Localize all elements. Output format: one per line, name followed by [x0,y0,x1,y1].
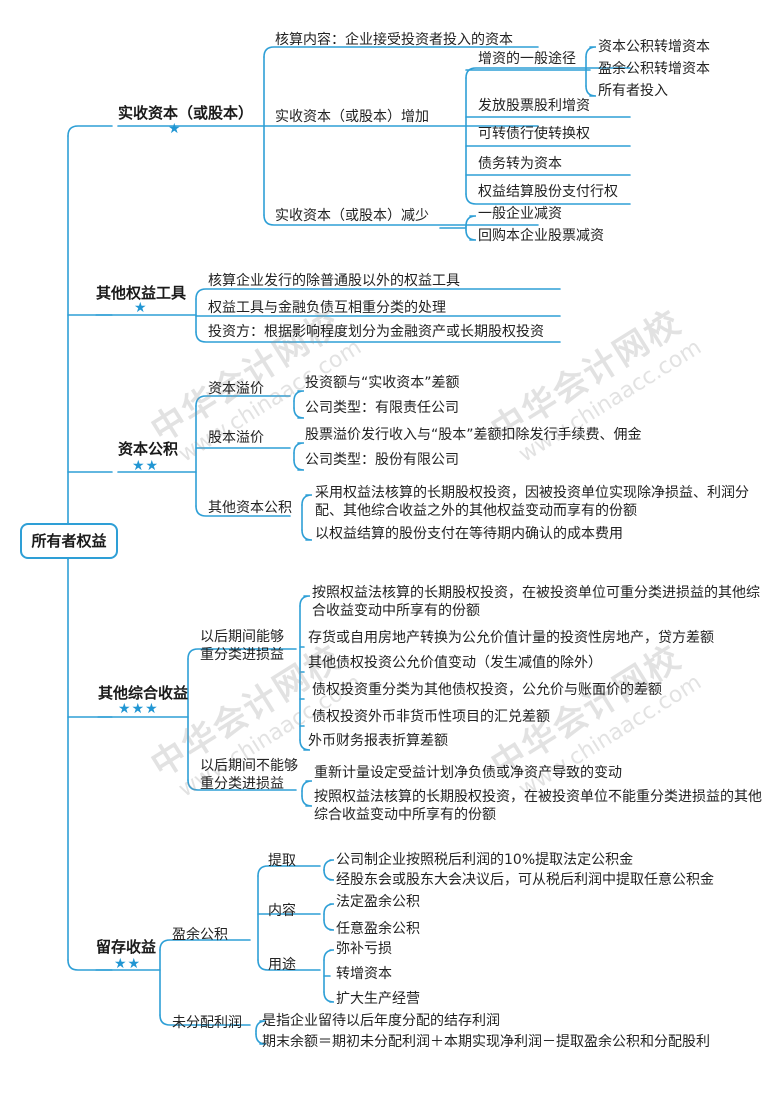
connector-line [323,991,335,1003]
other-equity-item: 权益工具与金融负债互相重分类的处理 [208,300,446,316]
connector-line [159,939,251,951]
connector-line [257,959,321,971]
other-equity-item: 投资方：根据影响程度划分为金融资产或长期股权投资 [208,324,544,340]
connector-line [301,795,313,807]
connector-line [301,494,313,506]
increase-item: 可转债行使转换权 [478,126,590,142]
connector-line [195,331,561,343]
star-rating-icon: ★ [168,121,182,137]
connector-line [465,229,477,241]
undistributed-profit: 未分配利润 [172,1015,242,1031]
connector-line [585,85,597,97]
star-rating-icon: ★★ [132,458,160,474]
star-rating-icon: ★ [134,300,148,316]
other-equity-item: 核算企业发行的除普通股以外的权益工具 [208,273,460,289]
use-item: 弥补亏损 [336,941,392,957]
increase-item: 债务转为资本 [478,156,562,172]
other-capital-reserve: 其他资本公积 [208,500,292,516]
connector-line [323,869,335,881]
decrease-item: 一般企业减资 [478,206,562,222]
paid-in-content: 核算内容：企业接受投资者投入的资本 [275,32,513,48]
node-other-equity-instruments: 其他权益工具 [96,284,187,302]
connector-line [67,125,113,137]
other-capital-reserve-item: 以权益结算的股份支付在等待期内确认的成本费用 [315,526,623,542]
content-item: 法定盈余公积 [336,894,420,910]
oci-reclass-item: 债权投资外币非货币性项目的汇兑差额 [312,709,550,725]
connector-line [323,859,335,871]
oci-reclass-item: 存货或自用房地产转换为公允价值计量的投资性房地产，贷方差额 [308,630,714,646]
capital-premium-item: 投资额与“实收资本”差额 [305,375,460,391]
extract-item: 经股东会或股东大会决议后，可从税后利润中提取任意公积金 [336,872,714,888]
connector-line [159,1014,251,1026]
content-item: 任意盈余公积 [336,921,420,937]
use-item: 转增资本 [336,966,392,982]
surplus-use: 用途 [268,957,296,973]
node-retained-earnings: 留存收益 [96,938,157,956]
connector-line [323,903,335,915]
oci-reclass-item: 其他债权投资公允价值变动（发生减值的除外） [308,655,602,671]
connector-line [299,739,311,751]
undistributed-item: 是指企业留待以后年度分配的结存利润 [262,1013,500,1029]
root-node: 所有者权益 [20,523,118,559]
connector-line [323,949,335,961]
node-paid-in-capital: 实收资本（或股本） [118,104,254,122]
connector-line [255,1020,267,1032]
oci-reclass-item: 债权投资重分类为其他债权投资，公允价与账面价的差额 [312,682,662,698]
connector-line [255,1033,267,1045]
connector-line [323,919,335,931]
general-way: 增资的一般途径 [478,51,576,67]
extract-item: 公司制企业按照税后利润的10%提取法定公积金 [336,852,634,868]
oci-reclass-item: 外币财务报表折算差额 [308,733,448,749]
surplus-content: 内容 [268,903,296,919]
capital-premium-item: 公司类型：有限责任公司 [305,400,459,416]
connector-line [293,407,305,419]
oci-reclass-item: 按照权益法核算的长期股权投资，在被投资单位可重分类进损益的其他综合收益变动中所享… [312,585,760,619]
connector-line [301,529,313,541]
share-premium: 股本溢价 [208,430,264,446]
connector-line [195,505,291,517]
share-premium-item: 股票溢价发行收入与“股本”差额扣除发行手续费、佣金 [305,427,642,443]
share-premium-item: 公司类型：股份有限公司 [305,452,459,468]
connector-line [299,595,311,607]
general-item: 资本公积转增资本 [598,39,710,55]
capital-premium: 资本溢价 [208,381,264,397]
paid-in-increase: 实收资本（或股本）增加 [275,109,429,125]
connector-line [293,442,305,454]
connector-line [465,193,631,205]
connector-line [195,288,561,300]
increase-item: 权益结算股份支付行权 [478,184,618,200]
root-label: 所有者权益 [31,532,107,550]
connector-line [257,865,321,877]
oci-no-reclass: 以后期间不能够重分类进损益 [200,758,298,792]
star-rating-icon: ★★ [114,956,142,972]
connector-line [187,648,297,660]
surplus-extract: 提取 [268,853,296,869]
node-capital-reserve: 资本公积 [118,440,179,458]
node-other-comprehensive-income: 其他综合收益 [98,684,189,702]
general-item: 盈余公积转增资本 [598,61,710,77]
star-rating-icon: ★★★ [118,701,159,717]
connector-line [195,395,291,407]
connector-line [263,46,539,58]
surplus-reserve: 盈余公积 [172,927,228,943]
connector-line [293,390,305,402]
connector-line [67,959,113,971]
other-capital-reserve-item: 采用权益法核算的长期股权投资，因被投资单位实现除净损益、利润分配、其他综合收益之… [315,485,749,519]
connector-line [585,46,597,58]
general-item: 所有者投入 [598,83,668,99]
oci-reclass: 以后期间能够重分类进损益 [200,629,284,663]
connector-line [187,779,297,791]
oci-no-reclass-item: 按照权益法核算的长期股权投资，在被投资单位不能重分类进损益的其他综合收益变动中所… [314,789,762,823]
paid-in-decrease: 实收资本（或股本）减少 [275,208,429,224]
undistributed-item: 期末余额＝期初未分配利润＋本期实现净利润－提取盈余公积和分配股利 [262,1034,710,1050]
connector-line [465,215,477,227]
use-item: 扩大生产经营 [336,991,420,1007]
connector-line [263,214,539,226]
connector-line [301,780,313,792]
oci-no-reclass-item: 重新计量设定受益计划净负债或净资产导致的变动 [314,765,622,781]
connector-line [293,459,305,471]
increase-item: 发放股票股利增资 [478,98,590,114]
decrease-item: 回购本企业股票减资 [478,228,604,244]
